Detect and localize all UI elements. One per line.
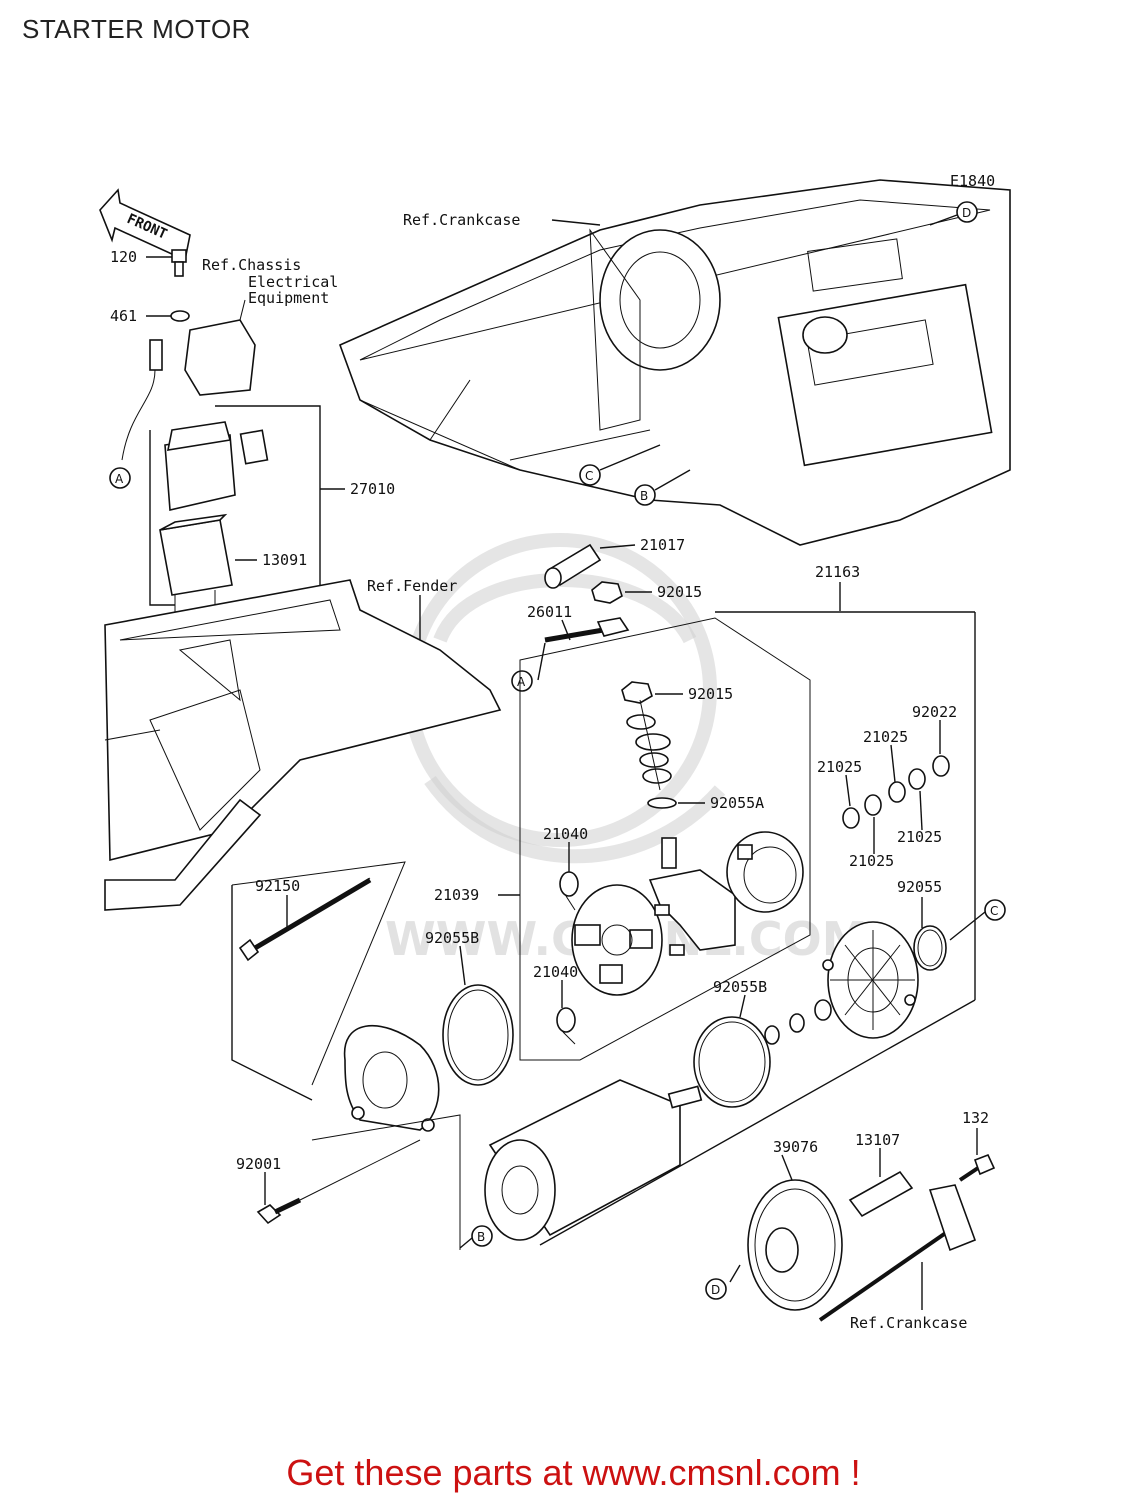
part-label-21025-b[interactable]: 21025 <box>817 758 862 776</box>
idle-shaft[interactable] <box>818 1184 977 1322</box>
fender-drawing <box>104 579 502 911</box>
page-title: STARTER MOTOR <box>22 14 251 44</box>
svg-text:B: B <box>640 489 648 503</box>
washer[interactable] <box>789 1013 805 1033</box>
washer-21025[interactable] <box>888 781 906 803</box>
part-label-26011[interactable]: 26011 <box>527 603 572 621</box>
end-cover-left[interactable] <box>343 1024 440 1132</box>
oring-92055b-left[interactable] <box>442 984 514 1086</box>
washer[interactable] <box>639 752 669 768</box>
callout-b-top: B <box>634 484 656 506</box>
relay-bracket[interactable] <box>184 319 256 396</box>
crankcase-drawing <box>338 179 1011 546</box>
gear-39076[interactable] <box>747 1179 843 1311</box>
shaft-13107[interactable] <box>848 1170 914 1218</box>
promo-prefix: Get these parts at <box>286 1452 583 1493</box>
part-label-92150[interactable]: 92150 <box>255 877 300 895</box>
svg-text:C: C <box>585 469 593 483</box>
svg-text:A: A <box>517 675 526 689</box>
callout-a-left: A <box>109 467 131 489</box>
part-label-92015-mid[interactable]: 92015 <box>688 685 733 703</box>
part-label-21025-d[interactable]: 21025 <box>849 852 894 870</box>
ref-chassis-line3: Equipment <box>248 289 329 307</box>
cap-21017[interactable] <box>544 543 602 589</box>
nut-92015-mid[interactable] <box>621 681 653 704</box>
part-label-92055a[interactable]: 92055A <box>710 794 764 812</box>
spring-21040-bottom[interactable] <box>556 1007 576 1045</box>
washer-21025[interactable] <box>908 768 926 790</box>
part-label-21039[interactable]: 21039 <box>434 886 479 904</box>
ref-fender: Ref.Fender <box>367 577 457 595</box>
bolt-92150[interactable] <box>238 877 372 962</box>
svg-text:D: D <box>962 206 971 220</box>
part-label-120[interactable]: 120 <box>110 248 137 266</box>
connector[interactable] <box>149 339 163 371</box>
spring-21040-top[interactable] <box>559 871 579 911</box>
callout-c-top: C <box>579 464 601 486</box>
part-label-92055b-left[interactable]: 92055B <box>425 929 479 947</box>
washer[interactable] <box>814 999 832 1021</box>
brush-ring[interactable] <box>726 831 804 913</box>
relay-cover-13091[interactable] <box>159 513 233 596</box>
svg-text:B: B <box>477 1230 485 1244</box>
bolt-120[interactable] <box>171 249 187 277</box>
washer-21025[interactable] <box>864 794 882 816</box>
promo-banner: Get these parts at www.cmsnl.com ! <box>0 1452 1147 1494</box>
svg-text:C: C <box>990 904 998 918</box>
washer-461[interactable] <box>170 310 190 322</box>
ref-chassis-line2: Electrical <box>248 273 338 291</box>
part-label-21040-bottom[interactable]: 21040 <box>533 963 578 981</box>
promo-suffix: ! <box>840 1452 861 1493</box>
exploded-parts-diagram: WWW.CMSNL.COM E1840 FRONT Ref.Crankcase … <box>99 172 1011 1332</box>
bolt-92001[interactable] <box>256 1197 302 1225</box>
part-label-92055[interactable]: 92055 <box>897 878 942 896</box>
callout-c-right: C <box>984 899 1006 921</box>
part-label-132[interactable]: 132 <box>962 1109 989 1127</box>
part-label-27010[interactable]: 27010 <box>350 480 395 498</box>
cable-26011[interactable] <box>544 617 630 643</box>
svg-text:D: D <box>711 1283 720 1297</box>
part-label-92015-top[interactable]: 92015 <box>657 583 702 601</box>
oring-92055b-right[interactable] <box>693 1016 771 1108</box>
part-label-21163[interactable]: 21163 <box>815 563 860 581</box>
part-label-92022[interactable]: 92022 <box>912 703 957 721</box>
part-label-13091[interactable]: 13091 <box>262 551 307 569</box>
oring-92055a[interactable] <box>647 797 677 809</box>
ref-crankcase-top: Ref.Crankcase <box>403 211 520 229</box>
brush-holder-21039[interactable] <box>571 884 663 996</box>
part-label-21017[interactable]: 21017 <box>640 536 685 554</box>
part-label-21040-top[interactable]: 21040 <box>543 825 588 843</box>
part-label-21025-c[interactable]: 21025 <box>897 828 942 846</box>
part-label-39076[interactable]: 39076 <box>773 1138 818 1156</box>
svg-text:A: A <box>115 472 124 486</box>
bolt-132[interactable] <box>958 1153 996 1182</box>
brush-cover[interactable] <box>648 837 736 956</box>
part-label-13107[interactable]: 13107 <box>855 1131 900 1149</box>
washer[interactable] <box>764 1025 780 1045</box>
end-cover-right[interactable] <box>822 921 919 1039</box>
washer[interactable] <box>635 733 671 751</box>
ref-chassis-line1: Ref.Chassis <box>202 256 301 274</box>
starter-relay-27010[interactable] <box>164 421 269 511</box>
part-label-92001[interactable]: 92001 <box>236 1155 281 1173</box>
washer-92022[interactable] <box>932 755 950 777</box>
ref-crankcase-bottom: Ref.Crankcase <box>850 1314 967 1332</box>
starter-motor-body[interactable] <box>484 1079 703 1241</box>
washer-21025[interactable] <box>842 807 860 829</box>
washer[interactable] <box>626 714 656 730</box>
callout-d-top: D <box>956 201 978 223</box>
promo-link[interactable]: www.cmsnl.com <box>582 1452 841 1493</box>
callout-b-lower: B <box>471 1225 493 1247</box>
callout-d-lower: D <box>705 1278 727 1300</box>
callout-a-center: A <box>511 670 533 692</box>
oring-92055[interactable] <box>913 925 947 971</box>
part-label-92055b-right[interactable]: 92055B <box>713 978 767 996</box>
part-label-461[interactable]: 461 <box>110 307 137 325</box>
part-label-21025-a[interactable]: 21025 <box>863 728 908 746</box>
nut-92015-top[interactable] <box>591 581 623 604</box>
